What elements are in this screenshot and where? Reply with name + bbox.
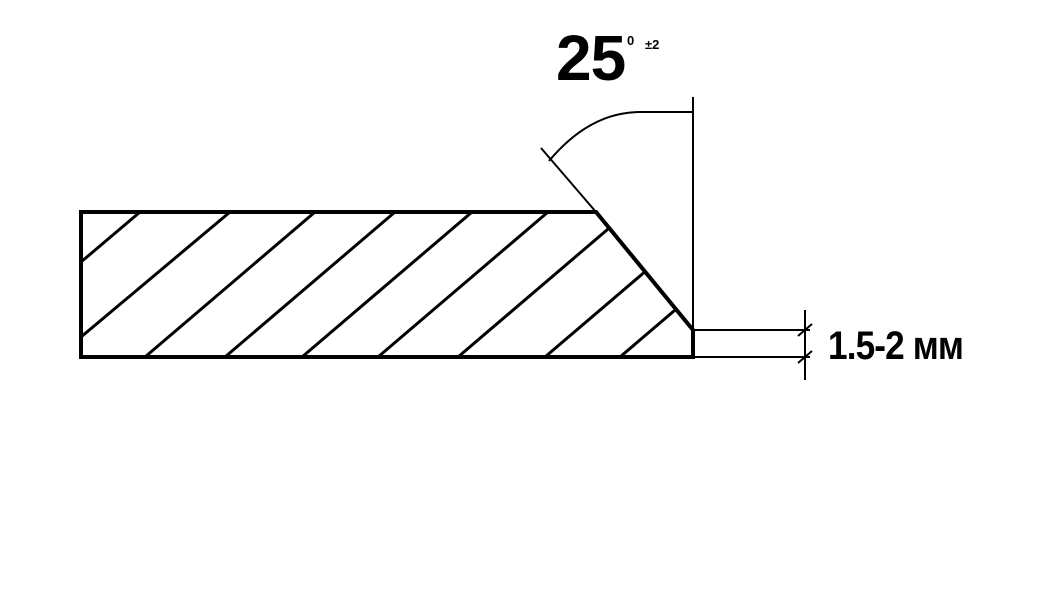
angle-degree-superscript: 0: [627, 33, 635, 48]
dim-tick-top: [797, 323, 813, 337]
dim-tick-bottom: [797, 350, 813, 364]
angle-arc: [548, 111, 693, 162]
angle-tolerance: ±2: [645, 37, 660, 52]
plate-outline: [79, 210, 695, 359]
root-face-dimension-label: 1.5-2 мм: [828, 324, 964, 368]
bevel-extension-line: [540, 147, 597, 213]
angle-value: 25: [556, 22, 626, 94]
section-hatching: [81, 212, 693, 357]
